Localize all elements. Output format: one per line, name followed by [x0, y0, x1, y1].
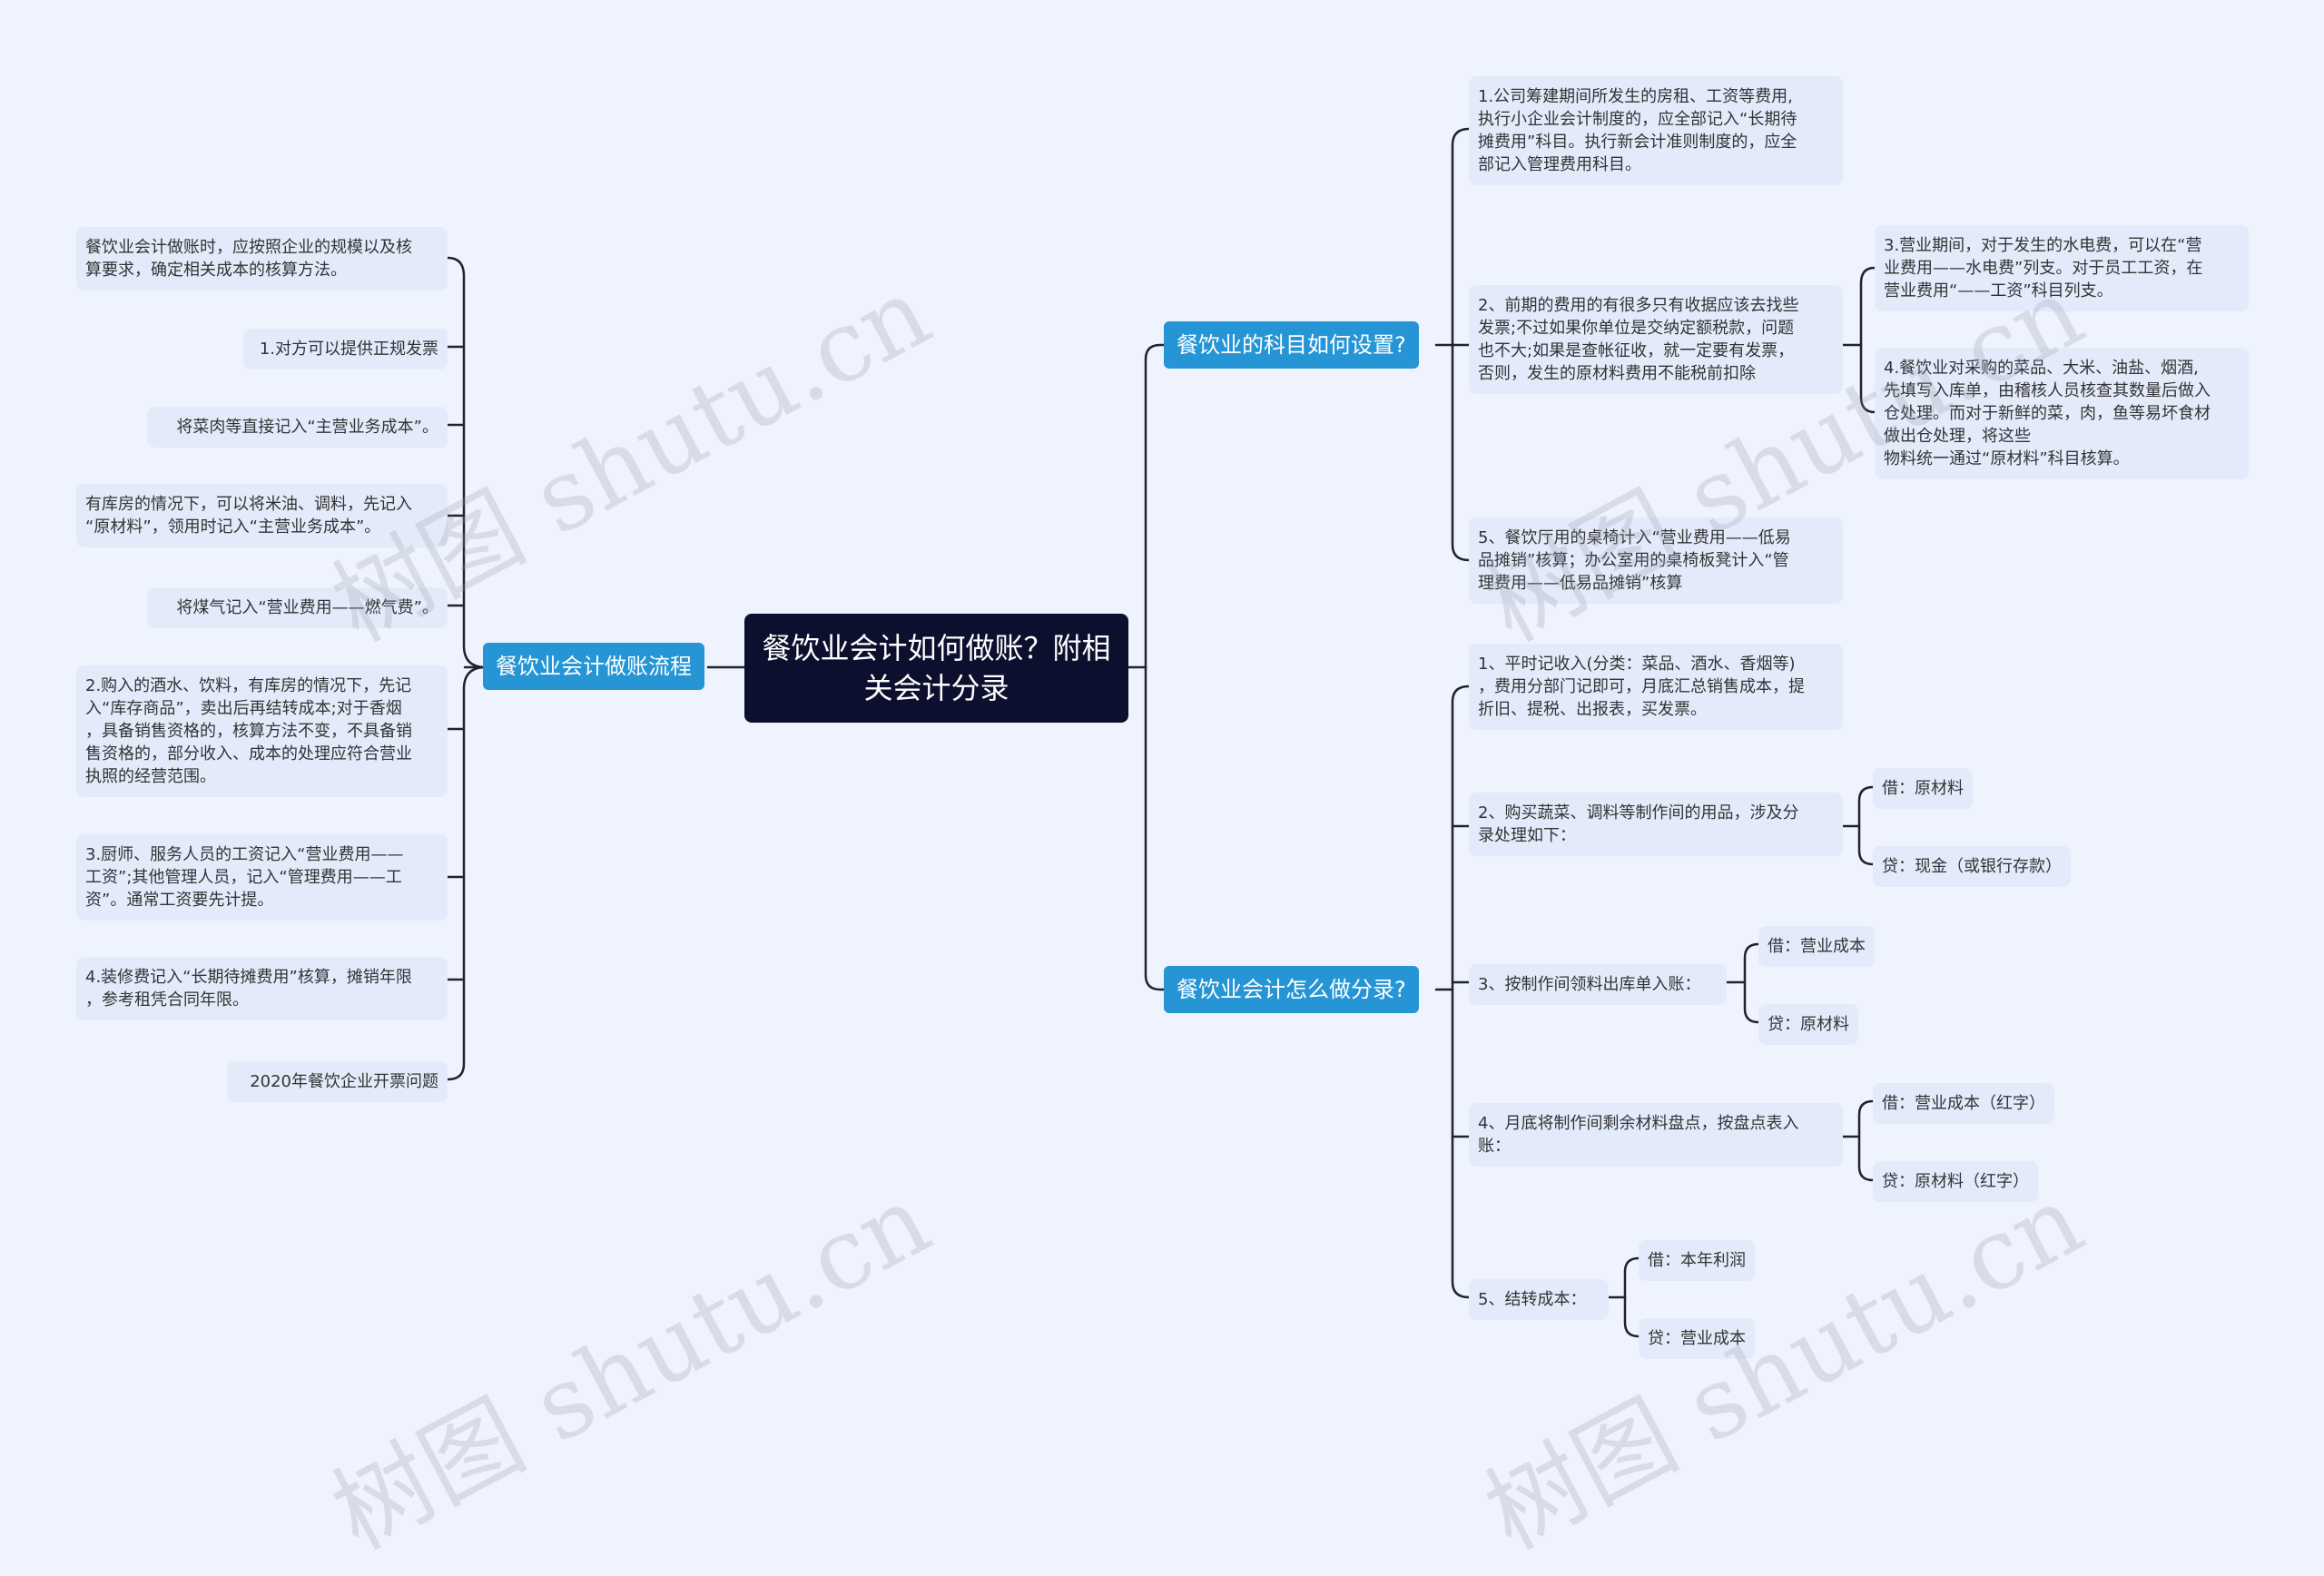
- entry-2-debit[interactable]: 借：原材料: [1873, 768, 1973, 809]
- branch-accounting-process[interactable]: 餐饮业会计做账流程: [483, 643, 704, 690]
- setup-item-2[interactable]: 2、前期的费用的有很多只有收据应该去找些 发票;不过如果你单位是交纳定额税款，问…: [1469, 285, 1843, 394]
- entry-item-3[interactable]: 3、按制作间领料出库单入账：: [1469, 964, 1727, 1005]
- entry-item-2[interactable]: 2、购买蔬菜、调料等制作间的用品，涉及分 录处理如下：: [1469, 793, 1843, 856]
- entry-3-debit[interactable]: 借：营业成本: [1758, 926, 1875, 967]
- entry-5-credit[interactable]: 贷：营业成本: [1639, 1318, 1755, 1359]
- root-topic[interactable]: 餐饮业会计如何做账？附相关会计分录: [744, 614, 1128, 723]
- setup-item-5[interactable]: 5、餐饮厅用的桌椅计入“营业费用——低易 品摊销”核算；办公室用的桌椅板凳计入“…: [1469, 517, 1843, 604]
- entry-item-4[interactable]: 4、月底将制作间剩余材料盘点，按盘点表入 账：: [1469, 1103, 1843, 1167]
- branch-journal-entries[interactable]: 餐饮业会计怎么做分录?: [1164, 966, 1419, 1013]
- entry-5-debit[interactable]: 借：本年利润: [1639, 1240, 1755, 1281]
- setup-item-1[interactable]: 1.公司筹建期间所发生的房租、工资等费用, 执行小企业会计制度的，应全部记入“长…: [1469, 76, 1843, 185]
- entry-item-5[interactable]: 5、结转成本：: [1469, 1279, 1609, 1320]
- left-item-3[interactable]: 将菜肉等直接记入“主营业务成本”。: [147, 407, 448, 448]
- setup-subitem-4[interactable]: 4.餐饮业对采购的菜品、大米、油盐、烟酒, 先填写入库单，由稽核人员核查其数量后…: [1875, 348, 2249, 479]
- left-item-5[interactable]: 将煤气记入“营业费用——燃气费”。: [147, 587, 448, 628]
- setup-subitem-3[interactable]: 3.营业期间，对于发生的水电费，可以在“营 业费用——水电费”列支。对于员工工资…: [1875, 225, 2249, 311]
- left-item-6[interactable]: 2.购入的酒水、饮料，有库房的情况下，先记 入“库存商品”，卖出后再结转成本;对…: [76, 665, 448, 797]
- entry-3-credit[interactable]: 贷：原材料: [1758, 1004, 1858, 1045]
- entry-item-1[interactable]: 1、平时记收入(分类：菜品、酒水、香烟等) ，费用分部门记即可，月底汇总销售成本…: [1469, 644, 1843, 730]
- left-item-4[interactable]: 有库房的情况下，可以将米油、调料，先记入 “原材料”，领用时记入“主营业务成本”…: [76, 484, 448, 547]
- branch-account-setup[interactable]: 餐饮业的科目如何设置?: [1164, 321, 1419, 369]
- entry-4-credit[interactable]: 贷：原材料（红字）: [1873, 1161, 2038, 1202]
- entry-4-debit[interactable]: 借：营业成本（红字）: [1873, 1083, 2054, 1124]
- connector-lines: [446, 127, 1876, 1338]
- left-item-1[interactable]: 餐饮业会计做账时，应按照企业的规模以及核 算要求，确定相关成本的核算方法。: [76, 227, 448, 291]
- left-item-7[interactable]: 3.厨师、服务人员的工资记入“营业费用—— 工资”;其他管理人员，记入“管理费用…: [76, 834, 448, 921]
- left-item-8[interactable]: 4.装修费记入“长期待摊费用”核算，摊销年限 ，参考租凭合同年限。: [76, 957, 448, 1020]
- entry-2-credit[interactable]: 贷：现金（或银行存款）: [1873, 846, 2071, 887]
- left-item-2[interactable]: 1.对方可以提供正规发票: [243, 329, 448, 369]
- left-item-9[interactable]: 2020年餐饮企业开票问题: [227, 1061, 448, 1102]
